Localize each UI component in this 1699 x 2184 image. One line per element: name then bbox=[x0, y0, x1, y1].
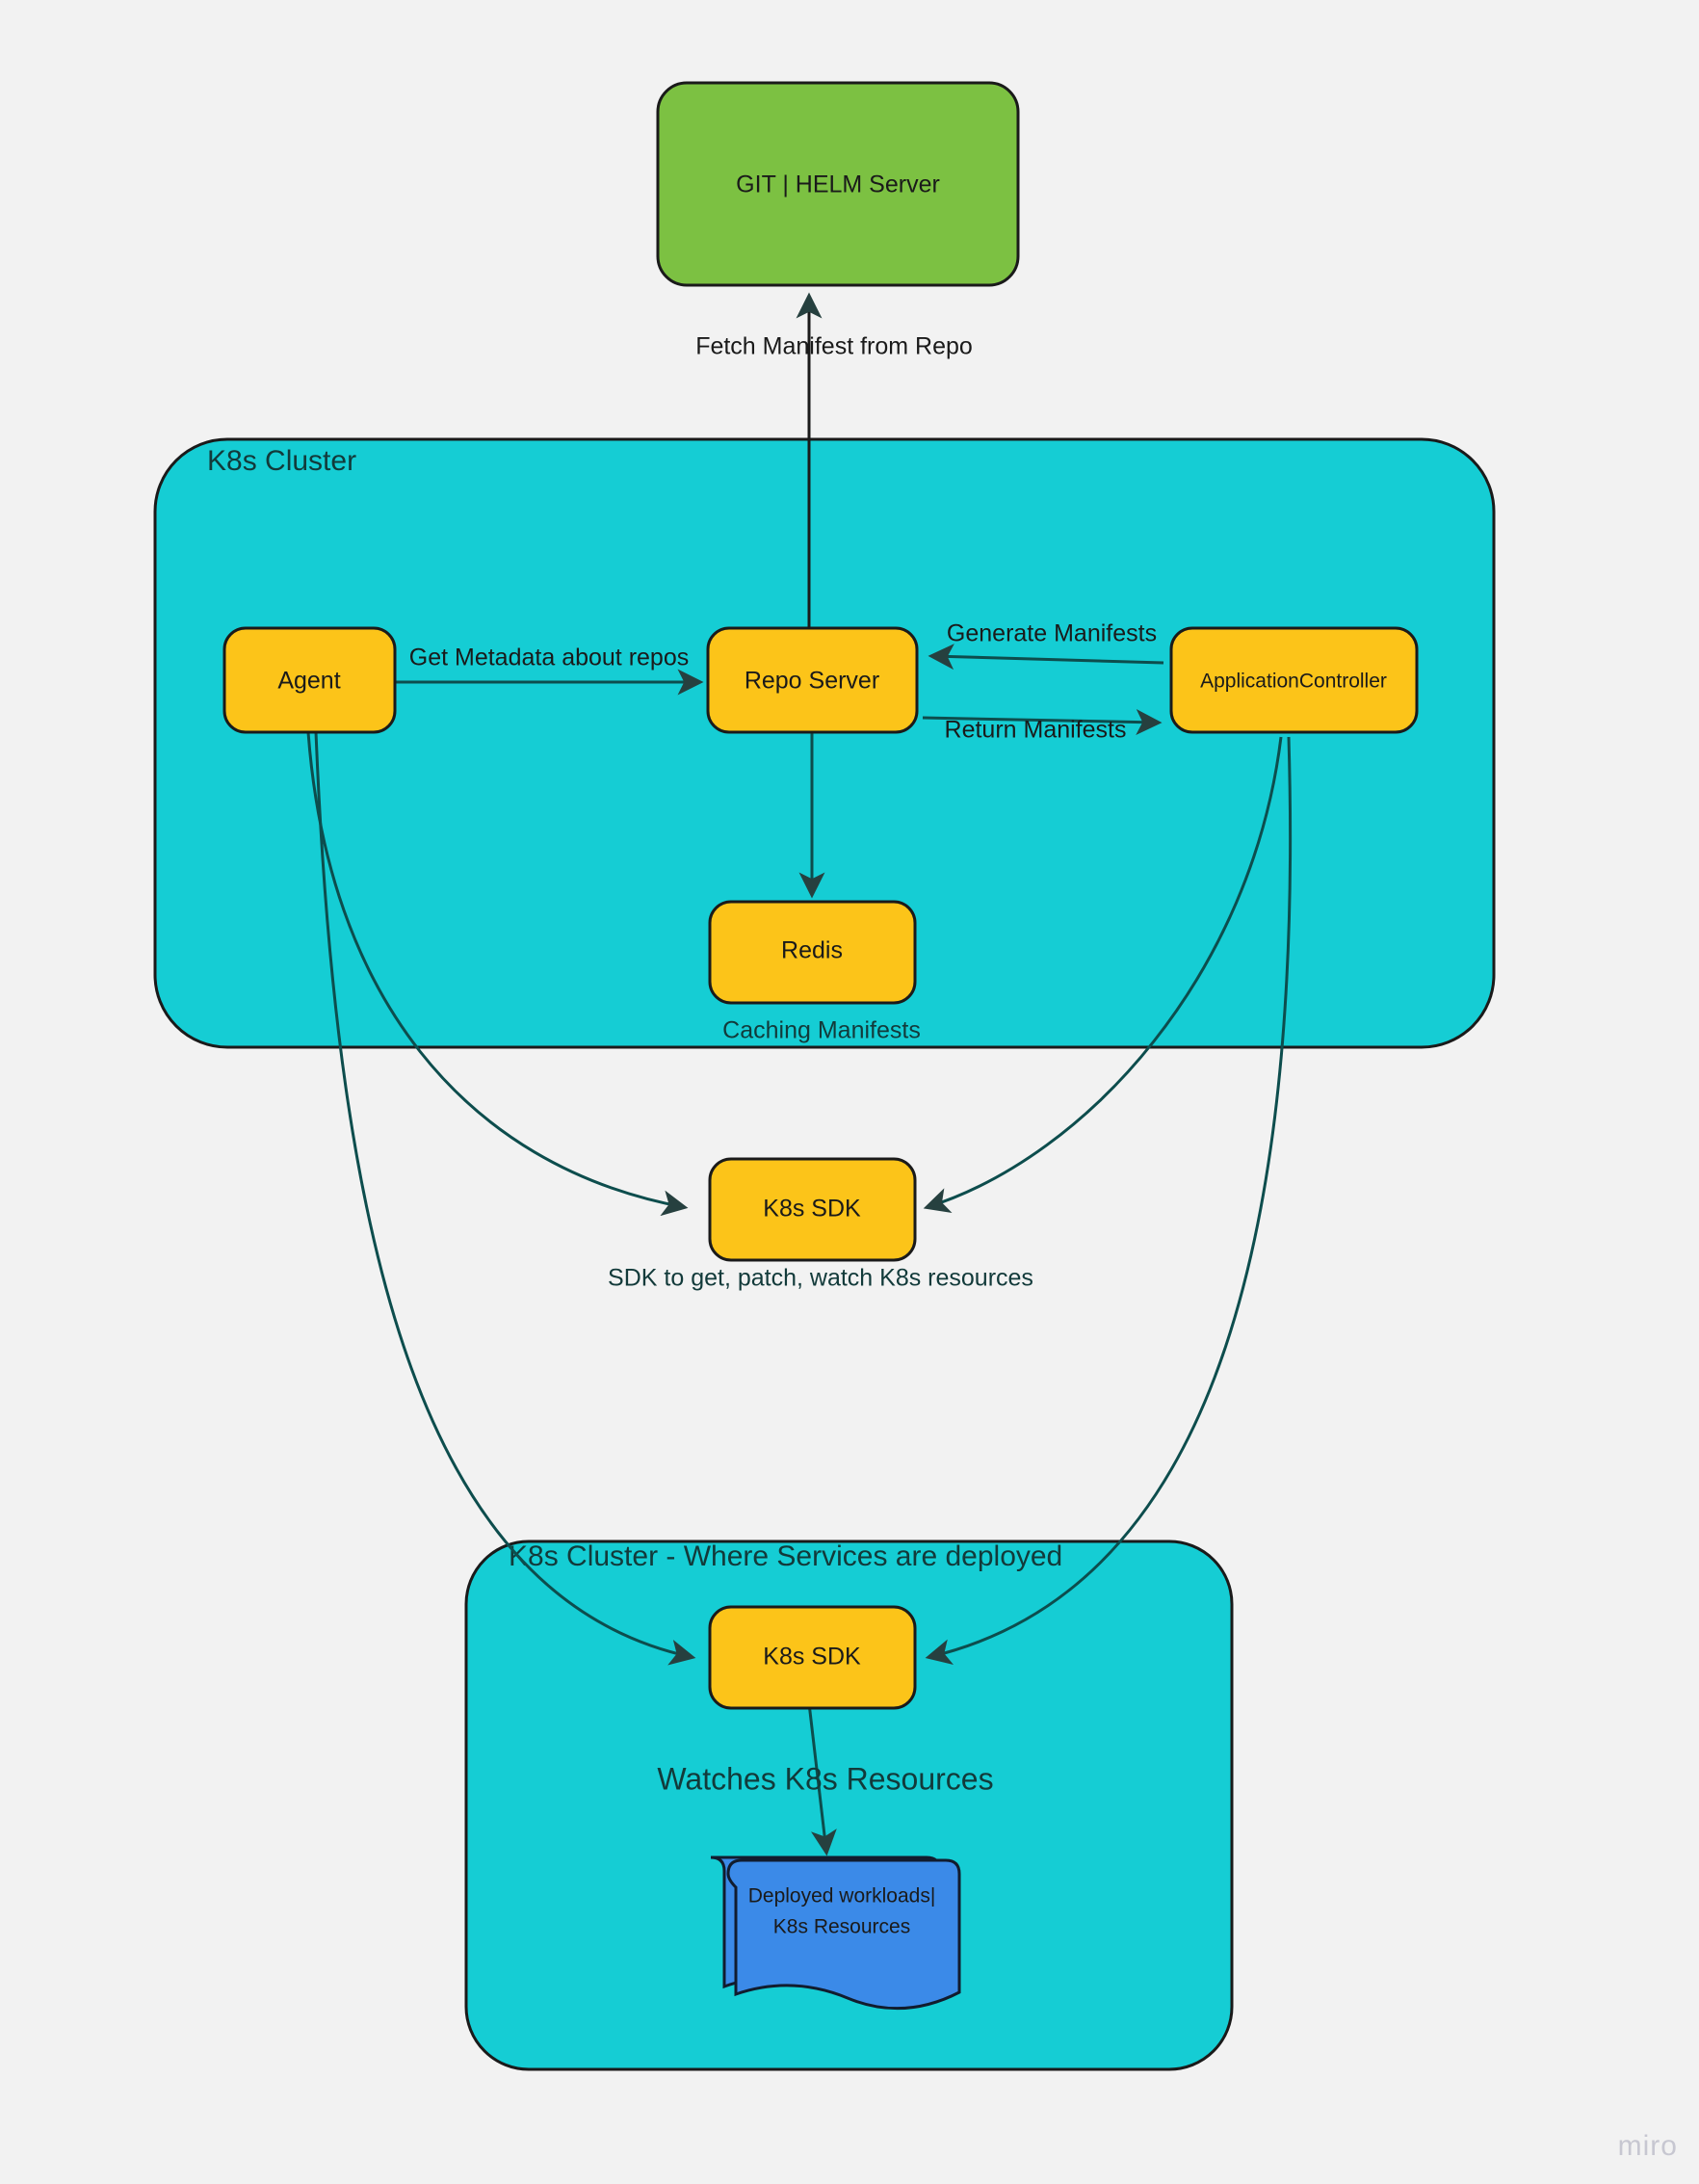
edge-appcontroller-to-k8s-sdk-lower bbox=[925, 736, 1293, 1665]
edge-return-manifests bbox=[922, 709, 1163, 736]
node-application-controller[interactable]: ApplicationController bbox=[1169, 626, 1419, 734]
node-k8s-sdk-upper-label: K8s SDK bbox=[763, 1196, 861, 1223]
edge-appcontroller-to-k8s-sdk-upper bbox=[923, 736, 1283, 1214]
node-repo-server[interactable]: Repo Server bbox=[706, 626, 919, 734]
node-application-controller-label: ApplicationController bbox=[1200, 671, 1387, 693]
node-deployed-workloads-label-line2: K8s Resources bbox=[773, 1916, 910, 1938]
node-git-helm-server[interactable]: GIT | HELM Server bbox=[656, 81, 1020, 287]
cluster-upper-label: K8s Cluster bbox=[207, 445, 356, 477]
caption-k8s-sdk: SDK to get, patch, watch K8s resources bbox=[608, 1265, 1033, 1292]
edge-label-fetch-manifest: Fetch Manifest from Repo bbox=[695, 333, 973, 360]
node-agent-label: Agent bbox=[277, 668, 340, 695]
cluster-lower-k8s bbox=[464, 1539, 1234, 2071]
miro-watermark: miro bbox=[1617, 2130, 1678, 2162]
node-deployed-workloads-label-line1: Deployed workloads| bbox=[748, 1885, 936, 1908]
edge-label-get-metadata: Get Metadata about repos bbox=[409, 645, 689, 671]
edge-watches-k8s-resources bbox=[807, 1702, 837, 1856]
edge-label-generate-manifests: Generate Manifests bbox=[947, 620, 1157, 647]
cluster-upper-k8s bbox=[153, 437, 1496, 1049]
edge-agent-to-k8s-sdk-upper bbox=[306, 731, 689, 1217]
node-k8s-sdk-lower-label: K8s SDK bbox=[763, 1644, 861, 1671]
edge-label-return-manifests: Return Manifests bbox=[945, 717, 1127, 744]
node-redis-label: Redis bbox=[781, 937, 843, 964]
edge-generate-manifests bbox=[928, 644, 1164, 671]
node-git-helm-server-label: GIT | HELM Server bbox=[736, 171, 940, 198]
node-agent[interactable]: Agent bbox=[222, 626, 397, 734]
node-repo-server-label: Repo Server bbox=[745, 668, 879, 695]
caption-redis: Caching Manifests bbox=[722, 1017, 921, 1044]
cluster-lower-label: K8s Cluster - Where Services are deploye… bbox=[509, 1540, 1062, 1572]
node-deployed-workloads[interactable]: Deployed workloads| K8s Resources bbox=[710, 1855, 961, 2011]
edge-label-watches-k8s-resources: Watches K8s Resources bbox=[657, 1761, 993, 1796]
document-front-sheet bbox=[726, 1858, 961, 2011]
node-k8s-sdk-lower[interactable]: K8s SDK bbox=[708, 1605, 917, 1710]
node-k8s-sdk-upper[interactable]: K8s SDK bbox=[708, 1157, 917, 1262]
node-redis[interactable]: Redis bbox=[708, 900, 917, 1005]
edge-agent-to-k8s-sdk-lower bbox=[314, 731, 696, 1666]
